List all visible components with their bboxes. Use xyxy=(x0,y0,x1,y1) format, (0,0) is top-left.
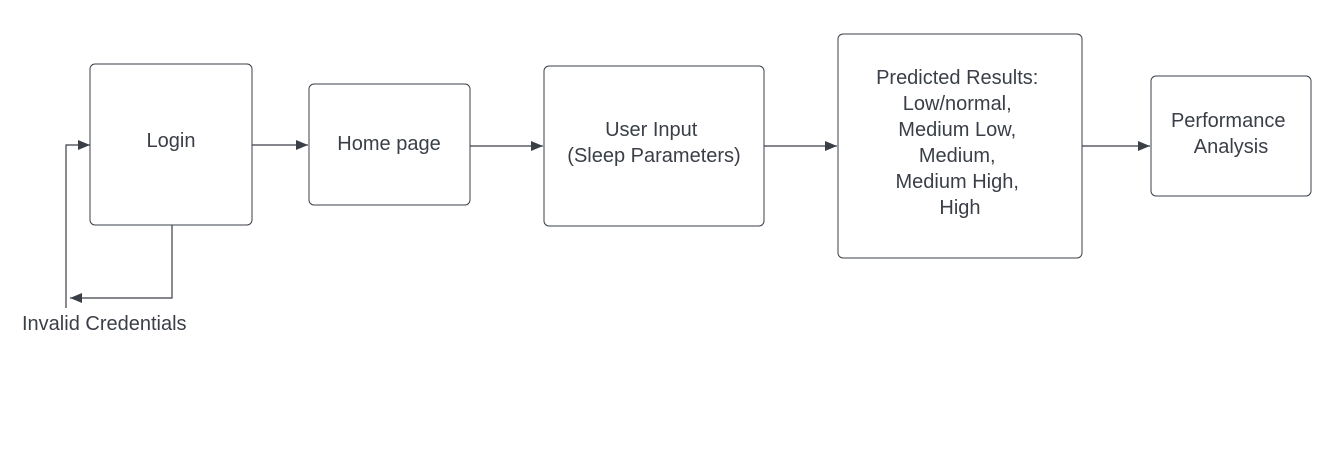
node-predicted-results-line-3: Medium Low, xyxy=(898,119,1016,141)
svg-text:Performance Analysis: Performance Analysis xyxy=(1171,110,1291,158)
node-user-input-line-2: (Sleep Parameters) xyxy=(567,145,740,167)
node-predicted-results-line-5: Medium High, xyxy=(896,171,1019,193)
edge-login-invalid-loop-out xyxy=(70,225,173,303)
node-performance-analysis: Performance Analysis xyxy=(1150,75,1312,197)
edge-label-invalid-credentials: Invalid Credentials xyxy=(22,313,187,335)
edge-login-invalid-loop-back xyxy=(65,140,90,308)
node-user-input: User Input (Sleep Parameters) xyxy=(543,65,765,227)
node-home-page: Home page xyxy=(308,83,471,206)
node-login: Login xyxy=(89,63,253,226)
node-user-input-line-1: User Input xyxy=(605,119,698,141)
node-performance-analysis-line-1: Performance xyxy=(1171,110,1286,132)
node-login-label: Login xyxy=(147,130,196,152)
svg-text:Predicted Results: Low/n: Predicted Results: Low/normal, Medium Lo… xyxy=(876,67,1044,219)
node-performance-analysis-line-2: Analysis xyxy=(1194,136,1268,158)
node-home-page-label: Home page xyxy=(337,133,440,155)
svg-text:User Input (Sleep Parame: User Input (Sleep Parameters) xyxy=(567,119,740,167)
node-predicted-results: Predicted Results: Low/normal, Medium Lo… xyxy=(837,33,1083,259)
svg-text:Login: Login xyxy=(147,130,196,152)
node-predicted-results-line-1: Predicted Results: xyxy=(876,67,1038,89)
node-predicted-results-line-6: High xyxy=(939,197,980,219)
node-predicted-results-line-4: Medium, xyxy=(919,145,996,167)
node-predicted-results-line-2: Low/normal, xyxy=(903,93,1012,115)
svg-text:Home page: Home page xyxy=(337,133,440,155)
